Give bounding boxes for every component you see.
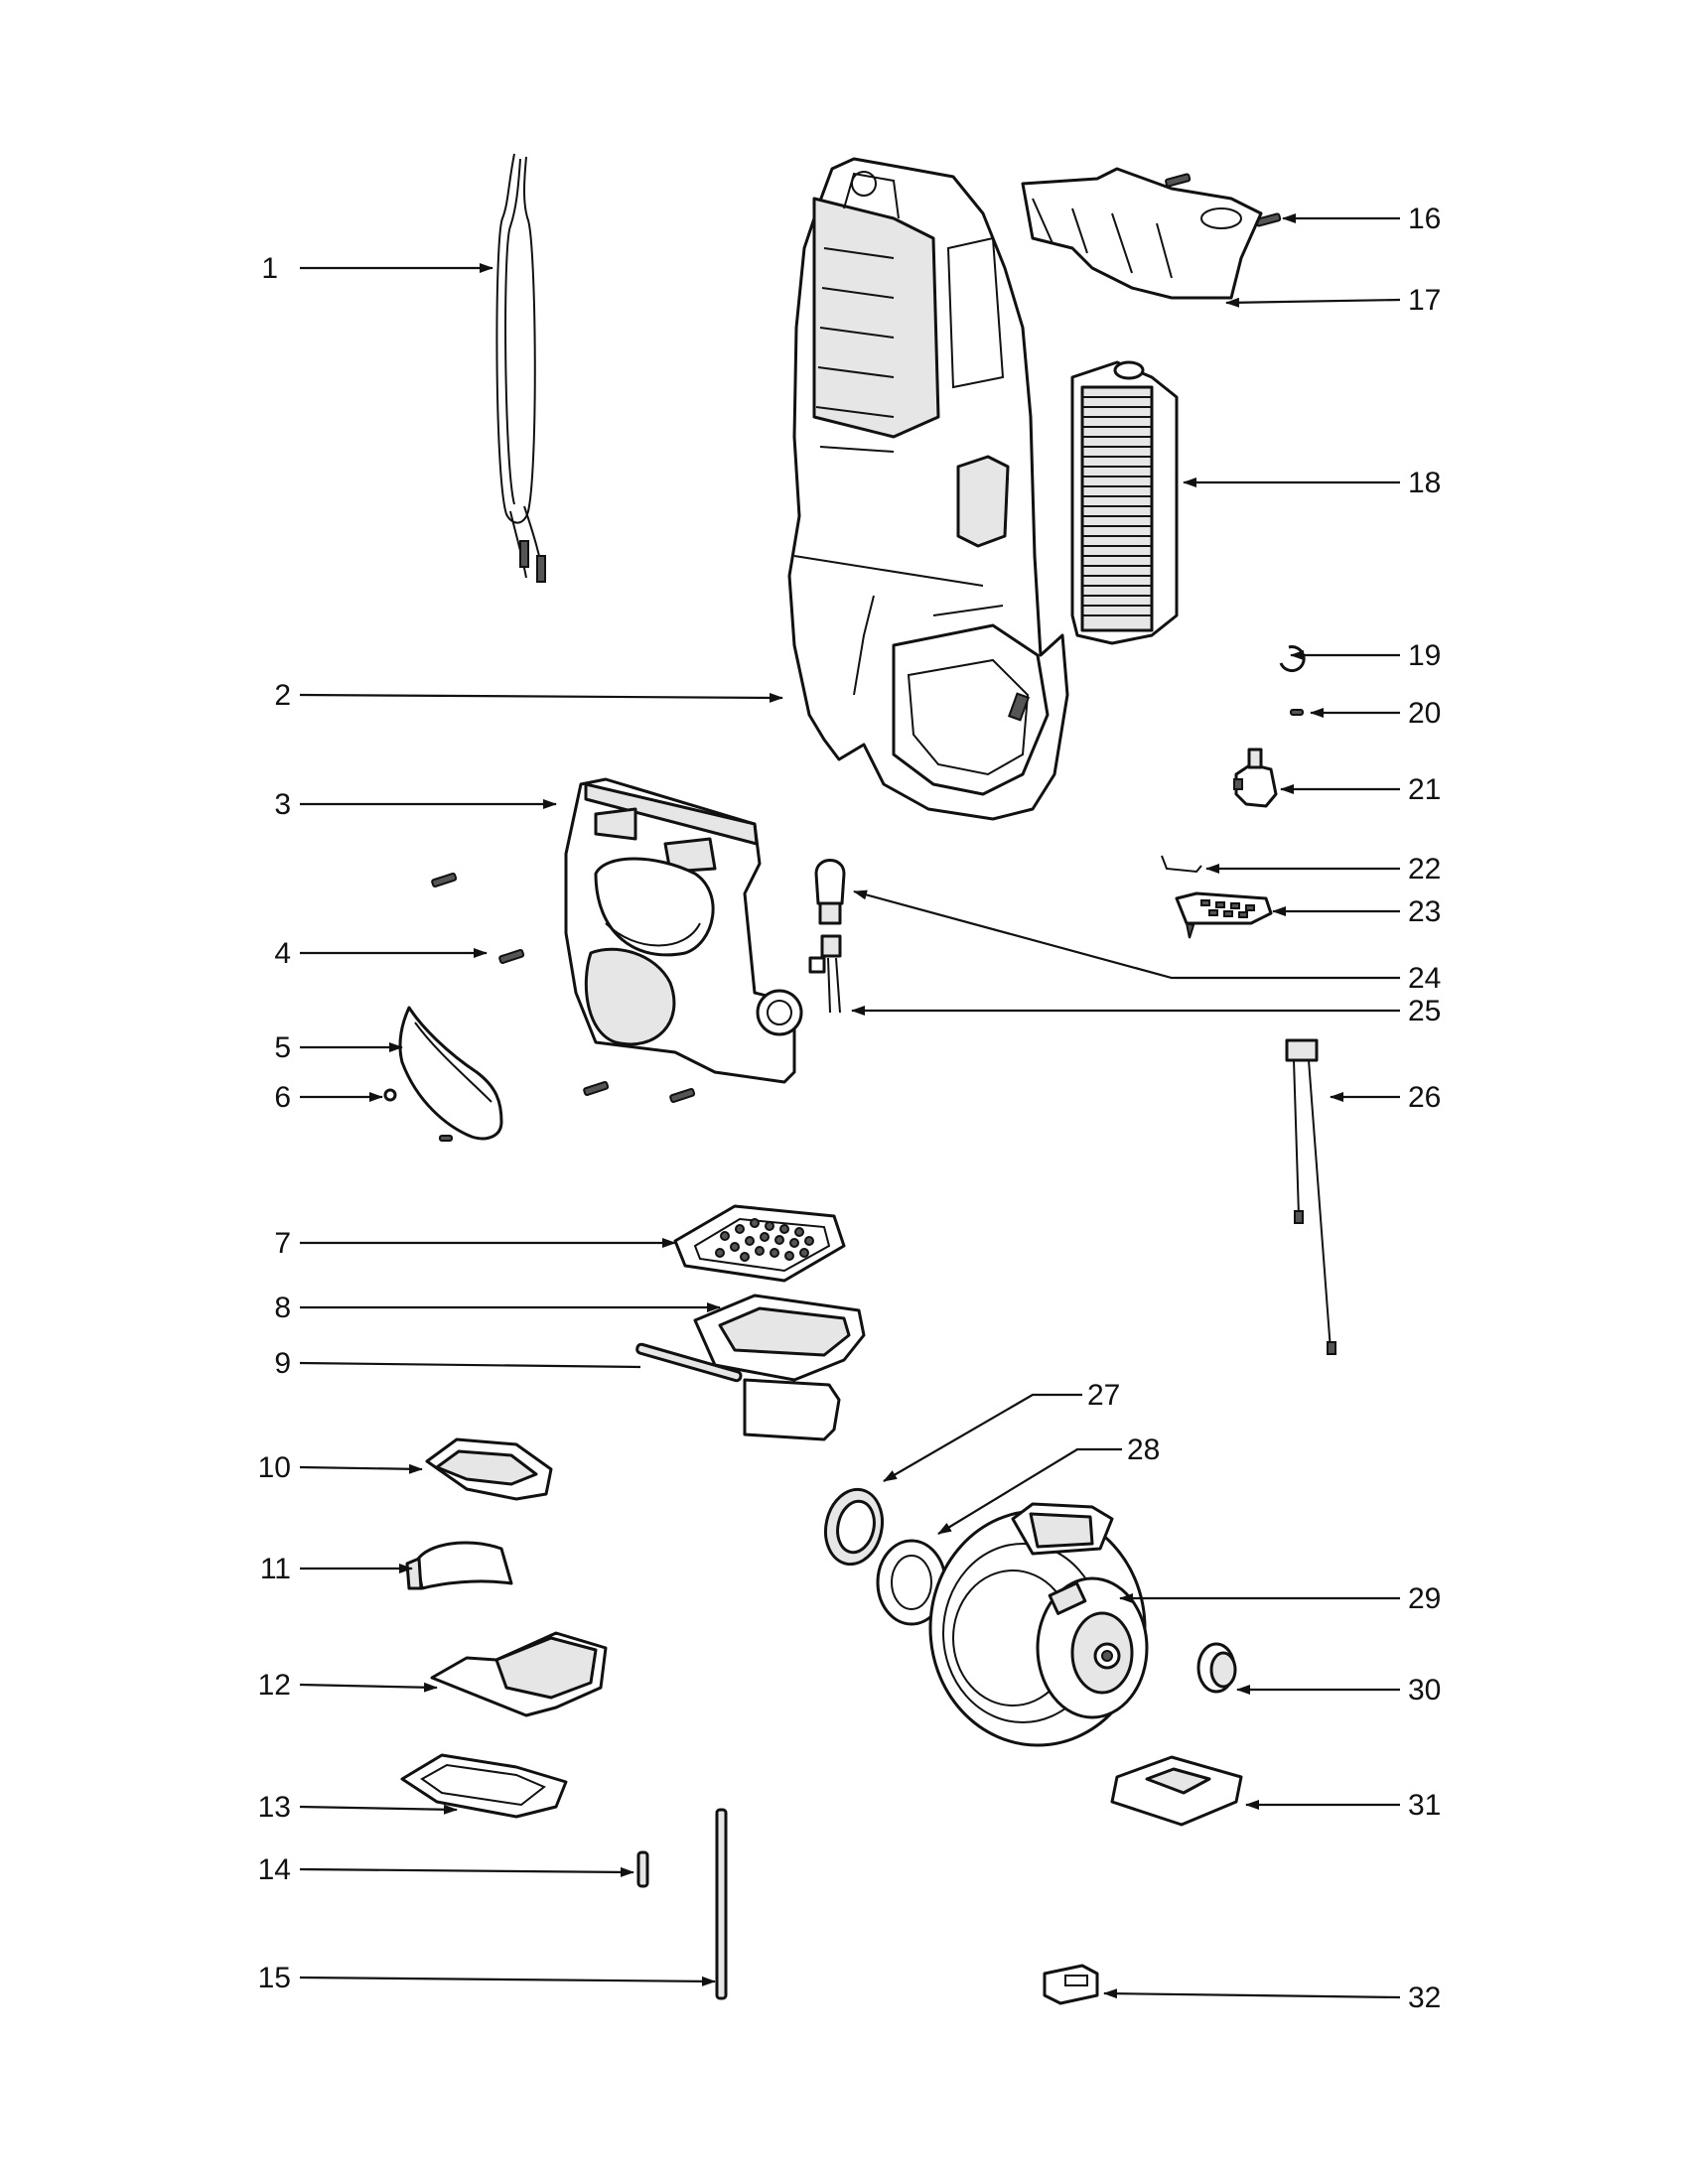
callout-10: 10	[258, 1451, 291, 1484]
callout-25: 25	[1408, 995, 1441, 1027]
callout-1: 1	[261, 252, 278, 285]
callout-23: 23	[1408, 895, 1441, 928]
part-11-foam-block[interactable]	[405, 1541, 513, 1590]
callout-6: 6	[274, 1081, 291, 1114]
part-23-circuit-board[interactable]	[1175, 891, 1273, 939]
part-10-gasket[interactable]	[425, 1437, 553, 1501]
callout-31: 31	[1408, 1789, 1441, 1822]
part-26-wire-harness[interactable]	[1285, 1038, 1336, 1355]
part-16-screws[interactable]	[1165, 173, 1282, 227]
callout-30: 30	[1408, 1674, 1441, 1706]
callout-5: 5	[274, 1031, 291, 1064]
part-1-cord[interactable]	[495, 153, 546, 583]
part-2-main-housing[interactable]	[787, 157, 1069, 821]
part-27-seal-ring[interactable]	[819, 1484, 890, 1570]
part-21-switch[interactable]	[1233, 748, 1278, 808]
part-20-screw[interactable]	[1290, 709, 1304, 716]
callout-19: 19	[1408, 639, 1441, 672]
callout-2: 2	[274, 679, 291, 712]
callout-21: 21	[1408, 773, 1441, 806]
part-30-bearing-cap[interactable]	[1196, 1642, 1237, 1694]
leader-lines	[299, 213, 1401, 1999]
callout-26: 26	[1408, 1081, 1441, 1114]
callout-8: 8	[274, 1292, 291, 1324]
part-18-filter[interactable]	[1070, 360, 1179, 645]
part-15-rod[interactable]	[715, 1808, 728, 2000]
part-17-top-cover[interactable]	[1021, 167, 1263, 300]
part-6-small-screws[interactable]	[383, 1088, 453, 1142]
callout-12: 12	[258, 1669, 291, 1702]
part-13-filter-frame[interactable]	[400, 1753, 568, 1819]
part-24-bulb[interactable]	[814, 859, 846, 925]
callout-11: 11	[260, 1553, 291, 1585]
part-12-cup-base[interactable]	[430, 1631, 608, 1717]
part-8-dirt-tray[interactable]	[693, 1294, 866, 1441]
part-31-foam-filter[interactable]	[1110, 1755, 1243, 1827]
callout-18: 18	[1408, 467, 1441, 499]
part-32-filter-box[interactable]	[1043, 1964, 1099, 2005]
callout-22: 22	[1408, 853, 1441, 886]
callout-9: 9	[274, 1347, 291, 1380]
callout-28: 28	[1127, 1433, 1160, 1466]
part-7-grille[interactable]	[673, 1204, 846, 1283]
callout-29: 29	[1408, 1582, 1441, 1615]
callout-15: 15	[258, 1962, 291, 1994]
callout-16: 16	[1408, 203, 1441, 235]
callout-14: 14	[258, 1853, 291, 1886]
part-3-front-cover[interactable]	[564, 777, 803, 1084]
callout-4: 4	[274, 937, 291, 970]
part-19-clip[interactable]	[1279, 645, 1306, 673]
part-5-bumper[interactable]	[398, 1006, 503, 1141]
callout-27: 27	[1087, 1379, 1120, 1412]
part-4-screws[interactable]	[431, 872, 696, 1103]
part-14-pin[interactable]	[636, 1850, 649, 1888]
callout-32: 32	[1408, 1981, 1441, 2014]
callout-20: 20	[1408, 697, 1441, 730]
callout-7: 7	[274, 1227, 291, 1260]
callout-24: 24	[1408, 962, 1441, 995]
callout-numbers: 1 2 3 4 5 6 7 8 9 10 11 12 13 14 15 16 1…	[258, 203, 1442, 2014]
part-29-motor[interactable]	[928, 1502, 1149, 1747]
callout-17: 17	[1408, 284, 1441, 317]
part-9-rod[interactable]	[635, 1342, 743, 1383]
callout-13: 13	[258, 1791, 291, 1824]
callout-3: 3	[274, 788, 291, 821]
part-22-spring-clip[interactable]	[1161, 855, 1202, 874]
part-25-socket[interactable]	[808, 934, 842, 1014]
